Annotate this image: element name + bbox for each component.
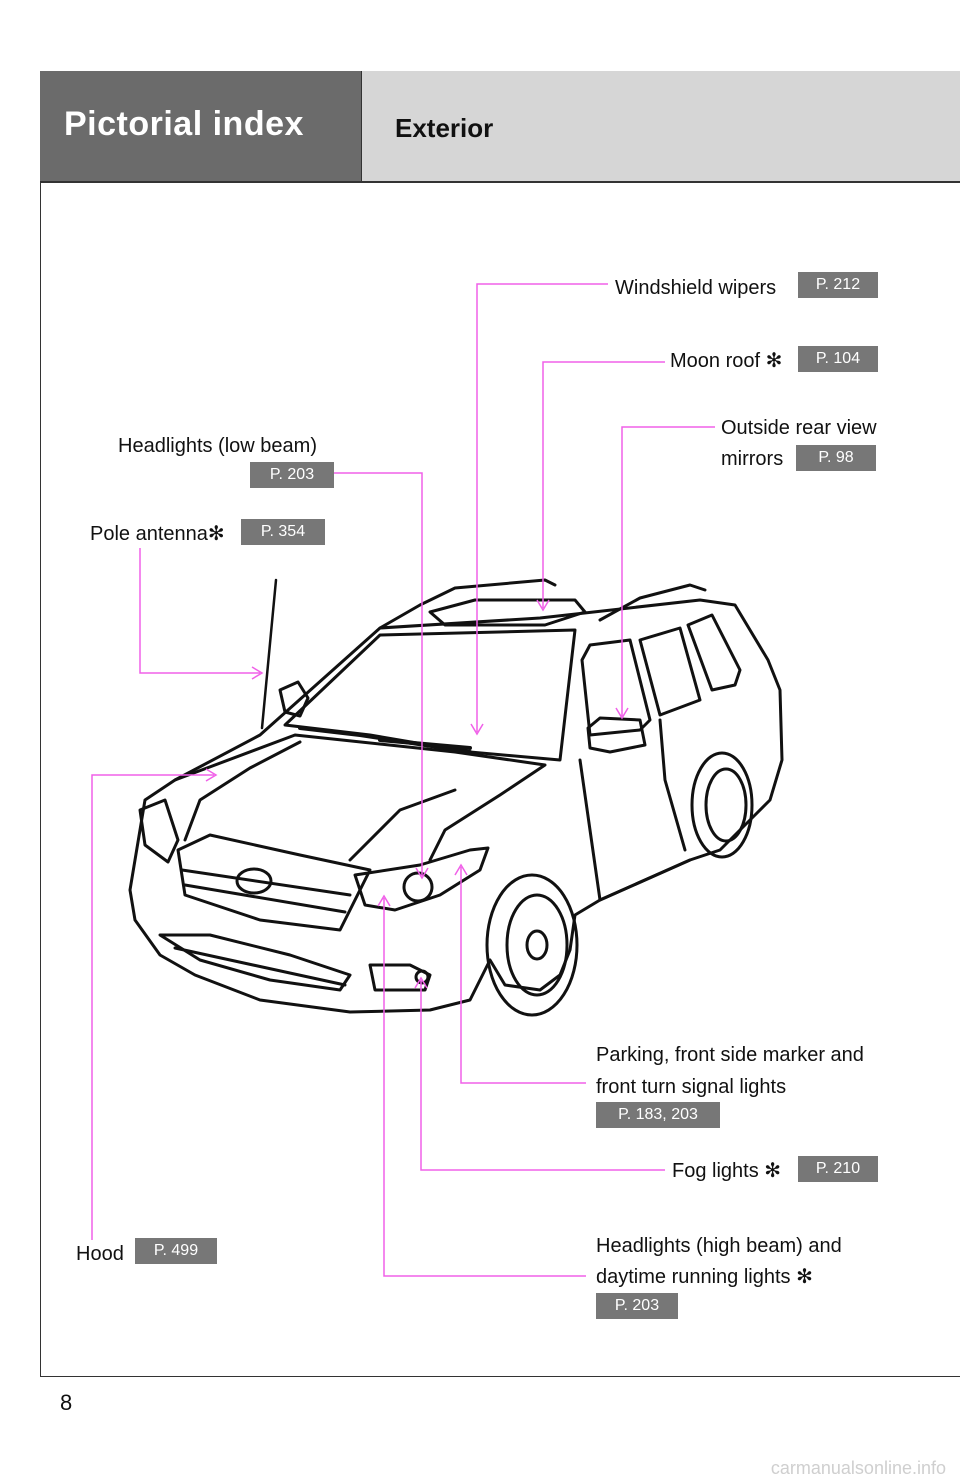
ref-hood[interactable]: P. 499: [135, 1238, 217, 1264]
arrowhead-headlights-low: [415, 867, 429, 880]
asterisk-icon: ✻: [764, 1160, 782, 1182]
arrowhead-headlights-high: [377, 894, 391, 907]
ref-moon-roof[interactable]: P. 104: [798, 346, 878, 372]
label-fog-lights-text: Fog lights: [672, 1160, 759, 1182]
section-title: Pictorial index: [64, 105, 304, 143]
ref-windshield-wipers[interactable]: P. 212: [798, 272, 878, 298]
asterisk-icon: ✻: [765, 350, 783, 372]
leader-hood: [91, 774, 214, 1240]
label-headlights-low: Headlights (low beam): [118, 435, 317, 457]
arrowhead-fog-lights: [414, 976, 428, 989]
label-parking-lights-line1: Parking, front side marker and: [596, 1044, 864, 1066]
ref-fog-lights[interactable]: P. 210: [798, 1156, 878, 1182]
ref-headlights-high[interactable]: P. 203: [596, 1293, 678, 1319]
label-outside-mirrors-line1: Outside rear view: [721, 417, 877, 439]
label-outside-mirrors-line2: mirrors: [721, 448, 784, 470]
label-parking-lights-line2: front turn signal lights: [596, 1076, 787, 1098]
subsection-title: Exterior: [395, 113, 494, 143]
ref-outside-mirrors[interactable]: P. 98: [796, 445, 876, 471]
arrowhead-hood: [205, 768, 218, 782]
arrowhead-parking-lights: [454, 863, 468, 876]
label-fog-lights: Fog lights ✻: [672, 1159, 781, 1183]
leader-fog-lights: [420, 980, 665, 1171]
leader-windshield-wipers: [476, 283, 608, 732]
arrowhead-windshield-wipers: [470, 723, 484, 736]
label-headlights-high-line2: daytime running lights ✻: [596, 1265, 813, 1289]
asterisk-icon: ✻: [796, 1266, 813, 1288]
leader-moon-roof: [542, 361, 665, 608]
vehicle-drawing: [128, 578, 784, 1017]
header-divider: [40, 181, 960, 183]
label-moon-roof: Moon roof ✻: [670, 349, 782, 373]
arrowhead-outside-mirrors: [615, 707, 629, 720]
ref-parking-lights[interactable]: P. 183, 203: [596, 1102, 720, 1128]
ref-headlights-low[interactable]: P. 203: [250, 462, 334, 488]
section-tab: Pictorial index: [40, 71, 362, 182]
leader-outside-mirrors: [621, 426, 715, 716]
label-headlights-high-text: daytime running lights: [596, 1266, 791, 1288]
label-headlights-high-line1: Headlights (high beam) and: [596, 1235, 842, 1257]
leader-lines: [91, 283, 715, 1277]
label-moon-roof-text: Moon roof: [670, 350, 761, 372]
label-pole-antenna-text: Pole antenna: [90, 523, 208, 545]
label-pole-antenna: Pole antenna✻: [90, 522, 225, 546]
asterisk-icon: ✻: [207, 523, 225, 545]
leader-headlights-low: [334, 472, 423, 876]
arrowhead-pole-antenna: [251, 666, 264, 680]
label-windshield-wipers: Windshield wipers: [615, 277, 777, 299]
label-hood: Hood: [76, 1243, 124, 1265]
page-number: 8: [60, 1390, 73, 1415]
arrowhead-moon-roof: [536, 599, 550, 612]
leader-headlights-high: [383, 898, 586, 1277]
leader-pole-antenna: [139, 548, 260, 674]
watermark: carmanualsonline.info: [770, 1458, 946, 1478]
ref-pole-antenna[interactable]: P. 354: [241, 519, 325, 545]
leader-parking-lights: [460, 867, 586, 1084]
subsection-bar: Exterior: [362, 71, 960, 182]
